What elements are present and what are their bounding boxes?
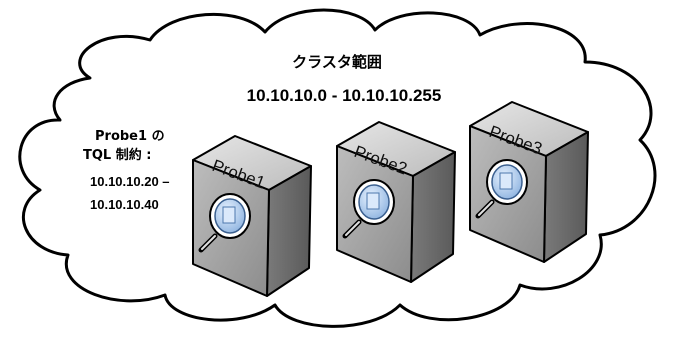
probe2-server: Probe2 [337,122,455,282]
cluster-range: 10.10.10.0 - 10.10.10.255 [247,86,442,105]
constraint-line1: Probe1 の [95,129,165,144]
probe1-server: Probe1 [193,136,311,296]
constraint-ip-start: 10.10.10.20 – [90,174,170,189]
constraint-ip-end: 10.10.10.40 [90,197,159,212]
constraint-line2: TQL 制約 : [83,147,151,163]
cluster-title: クラスタ範囲 [292,53,382,71]
probe3-server: Probe3 [470,102,588,262]
